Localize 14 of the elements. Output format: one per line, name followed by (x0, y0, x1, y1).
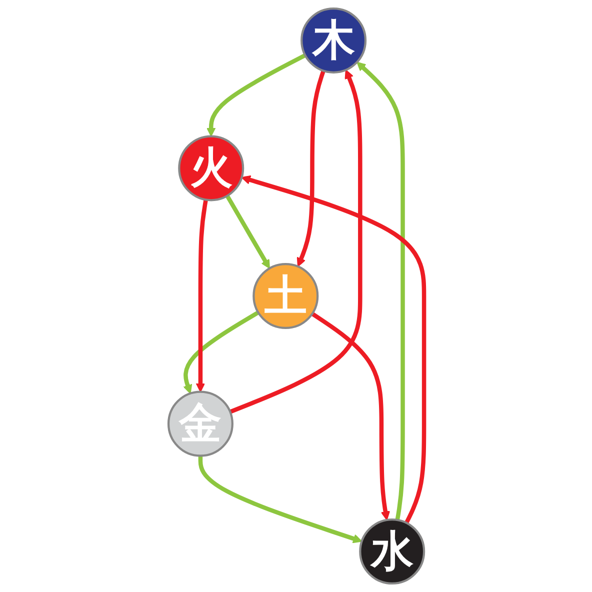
arrow (310, 312, 390, 520)
arrow (225, 194, 270, 269)
node-circle: 木 (300, 7, 366, 74)
arrow (182, 310, 260, 394)
arrow (296, 70, 326, 267)
node-circle: 火 (178, 135, 244, 202)
node-circle: 水 (358, 518, 425, 585)
arrow (196, 199, 208, 392)
node-circle: 土 (252, 263, 318, 329)
arrow (206, 53, 306, 137)
arrow (198, 456, 362, 544)
arrow (229, 70, 362, 414)
arrow (356, 62, 405, 520)
arrow (241, 175, 426, 524)
